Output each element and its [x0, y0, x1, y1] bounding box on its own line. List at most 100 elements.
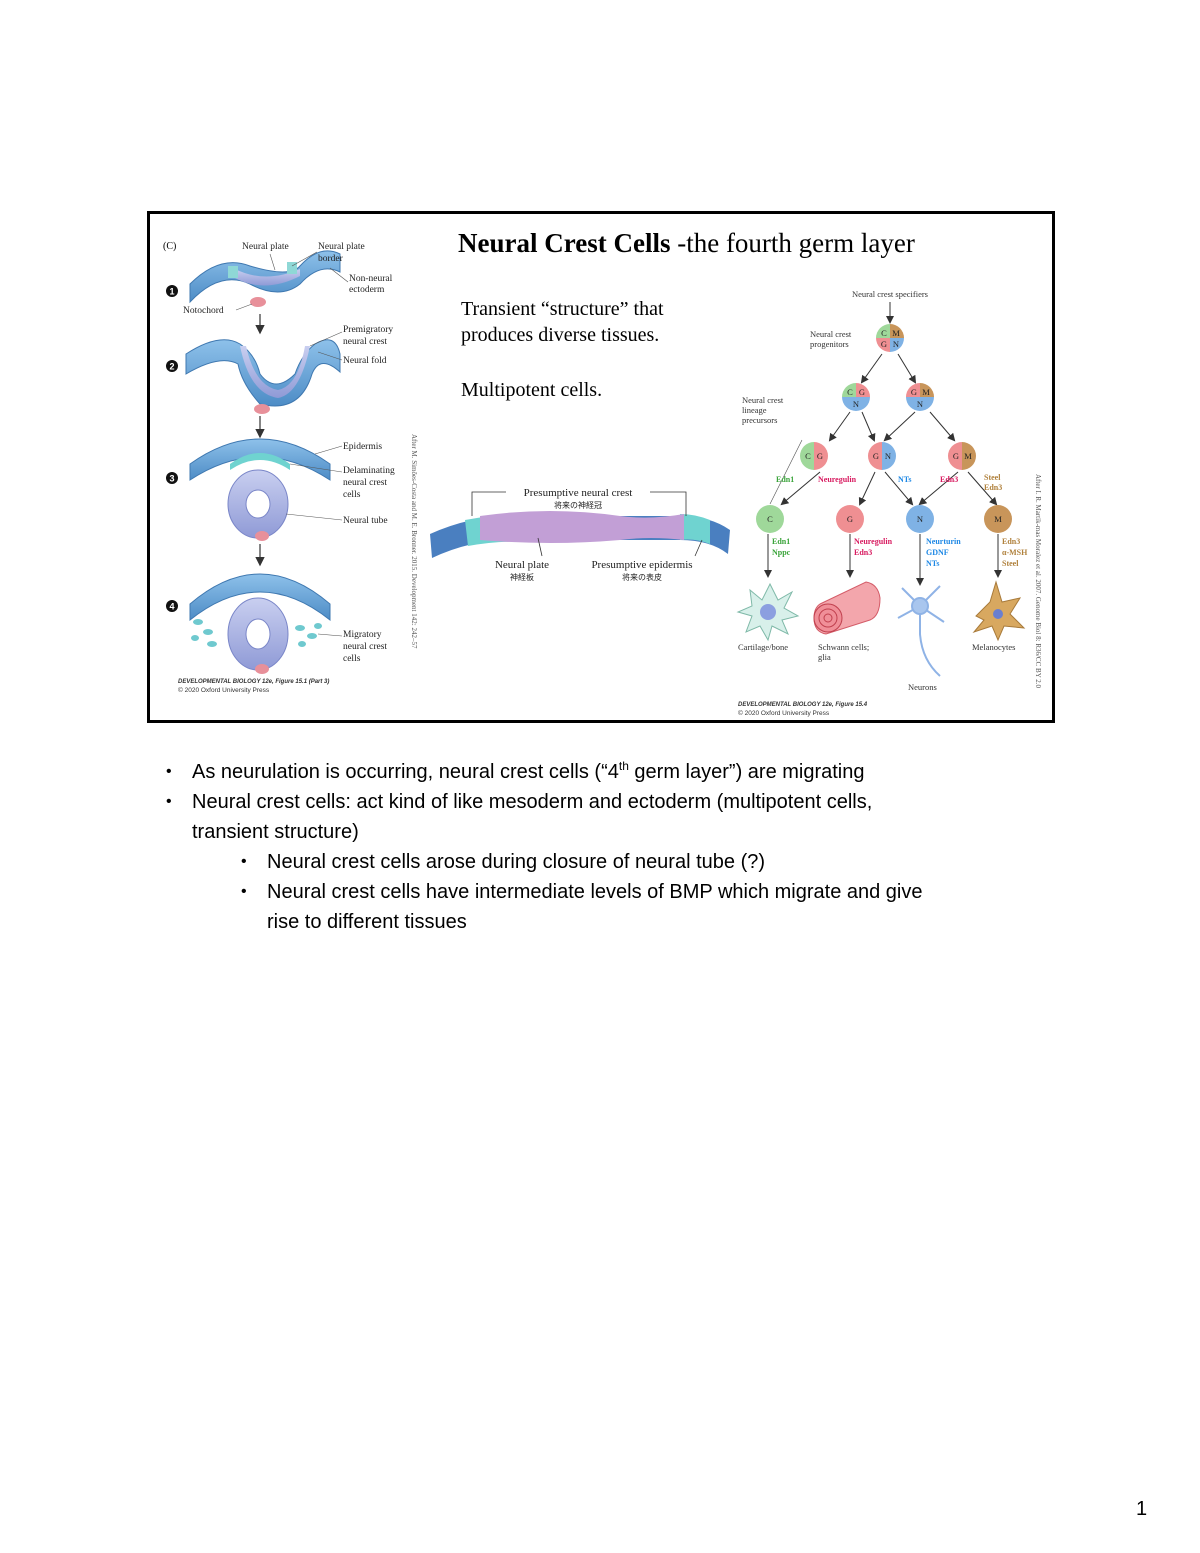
page-number: 1 — [1136, 1498, 1148, 1520]
left-credit: After M. Simões-Costa and M. E. Bronner.… — [410, 434, 418, 649]
step-3-number: 3 — [169, 474, 174, 484]
cell-letter-c: C — [805, 451, 811, 461]
note-text: Neural crest cells have intermediate lev… — [267, 881, 923, 903]
cell-letter-g: G — [881, 339, 887, 349]
label-neural-plate-border: Neural plate — [318, 242, 365, 252]
signal-nts: NTs — [898, 475, 912, 484]
label-presumptive-epidermis: Presumptive epidermis — [591, 559, 692, 571]
right-credit: After I. R. Martik-mas Moralez et al. 20… — [1034, 474, 1042, 688]
label-progenitors: Neural crest — [810, 329, 852, 339]
label-migratory: Migratory — [343, 630, 382, 640]
outcome-cartilage: Cartilage/bone — [738, 642, 788, 652]
panel-label: (C) — [163, 241, 176, 252]
cell-letter-m: M — [922, 387, 930, 397]
outcome-neurons: Neurons — [908, 682, 937, 692]
outcome-melanocytes: Melanocytes — [972, 642, 1015, 652]
factor-msh: α-MSH — [1002, 548, 1028, 557]
signal-edn3-2: Edn3 — [984, 483, 1002, 492]
label-migratory-2: neural crest — [343, 642, 387, 652]
step-2-number: 2 — [169, 362, 174, 372]
cell-letter-n: N — [917, 399, 923, 409]
note-subitem: • Neural crest cells have intermediate l… — [166, 877, 1046, 937]
step-1-number: 1 — [169, 287, 174, 297]
cell-letter-c: C — [881, 328, 887, 338]
cell-letter-g: G — [953, 451, 959, 461]
slide-description: Transient “structure” that produces dive… — [461, 296, 741, 348]
signal-neuregulin: Neuregulin — [818, 475, 857, 484]
label-specifiers: Neural crest specifiers — [852, 289, 928, 299]
label-lineage-2: lineage — [742, 405, 767, 415]
label-neural-tube: Neural tube — [343, 516, 388, 526]
lineage-line — [769, 439, 803, 505]
label-presumptive-crest: Presumptive neural crest — [524, 487, 633, 499]
label-neural-fold: Neural fold — [343, 355, 387, 366]
cell-letter-c: C — [847, 387, 853, 397]
label-premigratory: Premigratory — [343, 325, 393, 335]
cell-letter-n: N — [853, 399, 859, 409]
cell-letter-g: G — [817, 451, 823, 461]
cartilage-cell-icon — [736, 582, 800, 642]
label-delaminating-3: cells — [343, 490, 361, 500]
factor-gdnf: GDNF — [926, 548, 949, 557]
note-text-cont: transient structure) — [192, 821, 359, 843]
label-presumptive-crest-jp: 将来の神経冠 — [554, 500, 602, 510]
bullet: • — [241, 853, 247, 870]
label-epidermis: Epidermis — [343, 442, 382, 452]
neural-plate-diagram — [430, 511, 730, 558]
outcome-schwann: Schwann cells; — [818, 642, 869, 652]
right-copyright: © 2020 Oxford University Press — [738, 709, 830, 717]
label-ectoderm: ectoderm — [349, 285, 385, 295]
label-delaminating-2: neural crest — [343, 478, 387, 488]
note-text-cont: rise to different tissues — [267, 911, 467, 933]
lineage-cells: C M G N C G N G M N C G G — [756, 324, 1012, 533]
step-4-number: 4 — [169, 602, 174, 612]
middle-leader-lines — [471, 491, 703, 557]
cell-letter-n: N — [885, 451, 891, 461]
bullet: • — [166, 793, 172, 810]
outcome-glia: glia — [818, 652, 831, 662]
leader-lines — [235, 251, 349, 637]
slide-title-rest: -the fourth germ layer — [677, 228, 915, 258]
factor-neuregulin: Neuregulin — [854, 537, 893, 546]
slide-description-line-1: Transient “structure” that — [461, 298, 664, 320]
label-non-neural: Non-neural — [349, 274, 393, 284]
cell-letter-g: G — [859, 387, 865, 397]
label-migratory-3: cells — [343, 654, 361, 664]
factor-edn3: Edn3 — [854, 548, 872, 557]
stage-2-diagram — [185, 339, 341, 414]
step-4-marker — [166, 600, 178, 612]
bullet: • — [241, 883, 247, 900]
factor-edn1: Edn1 — [772, 537, 790, 546]
slide-multipotent: Multipotent cells. — [461, 379, 603, 401]
melanocyte-icon — [972, 580, 1026, 642]
stage-1-diagram — [189, 250, 341, 307]
label-lineage: Neural crest — [742, 395, 784, 405]
lineage-arrows — [764, 302, 1002, 586]
left-caption: DEVELOPMENTAL BIOLOGY 12e, Figure 15.1 (… — [178, 679, 329, 685]
label-premigratory-2: neural crest — [343, 337, 387, 347]
cell-letter-m: M — [994, 514, 1002, 524]
slide-title-bold: Neural Crest Cells — [458, 228, 671, 258]
note-superscript: th — [618, 759, 629, 773]
slide-title: Neural Crest Cells -the fourth germ laye… — [458, 228, 915, 259]
cell-letter-n: N — [893, 339, 899, 349]
note-text: As neurulation is occurring, neural cres… — [192, 761, 619, 783]
label-lineage-3: precursors — [742, 415, 777, 425]
cell-letter-m: M — [892, 328, 900, 338]
bullet: • — [166, 763, 172, 780]
factor-nppc: Nppc — [772, 548, 791, 557]
label-middle-neural-plate: Neural plate — [495, 559, 549, 571]
schwann-cell-icon — [813, 581, 881, 635]
cell-letter-m: M — [964, 451, 972, 461]
step-3-marker — [166, 472, 178, 484]
factor-steel: Steel — [1002, 559, 1019, 568]
note-text-end: germ layer”) are migrating — [628, 761, 865, 783]
label-middle-neural-plate-jp: 神経板 — [510, 572, 534, 582]
note-item: • Neural crest cells: act kind of like m… — [166, 787, 1046, 847]
signal-edn3: Edn3 — [940, 475, 958, 484]
cell-letter-g: G — [847, 514, 853, 524]
note-text: Neural crest cells: act kind of like mes… — [192, 791, 873, 813]
notes: • As neurulation is occurring, neural cr… — [166, 757, 1046, 937]
label-presumptive-epidermis-jp: 将来の表皮 — [622, 572, 662, 582]
note-subitem: • Neural crest cells arose during closur… — [166, 847, 1046, 877]
